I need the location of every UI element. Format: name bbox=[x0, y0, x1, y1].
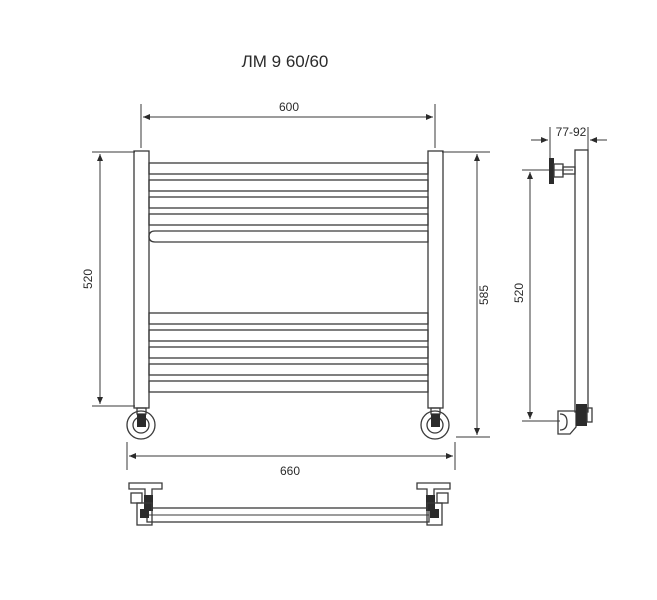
dim-520-left: 520 bbox=[81, 151, 135, 407]
side-view: 77-92 520 bbox=[512, 125, 607, 435]
dim-600: 600 bbox=[140, 100, 436, 148]
right-connector bbox=[420, 407, 450, 440]
top-view bbox=[128, 482, 451, 526]
lower-fitting bbox=[557, 404, 593, 435]
front-view: 600 520 585 bbox=[81, 100, 491, 478]
dim-660: 660 bbox=[126, 442, 456, 478]
dim-585-label: 585 bbox=[477, 285, 491, 305]
right-post bbox=[427, 150, 444, 409]
left-connector bbox=[126, 407, 156, 440]
upper-wall-mount bbox=[549, 158, 576, 184]
dim-585: 585 bbox=[442, 151, 491, 438]
dim-600-label: 600 bbox=[279, 100, 299, 114]
dim-520-side: 520 bbox=[512, 169, 573, 422]
dim-520-left-label: 520 bbox=[81, 269, 95, 289]
rungs bbox=[148, 162, 429, 393]
dim-660-label: 660 bbox=[280, 464, 300, 478]
side-post bbox=[574, 149, 589, 413]
dim-520-side-label: 520 bbox=[512, 283, 526, 303]
dim-77-92: 77-92 bbox=[531, 125, 607, 158]
top-view-left-fitting bbox=[128, 482, 163, 526]
dim-77-92-label: 77-92 bbox=[556, 125, 587, 139]
left-post bbox=[133, 150, 150, 409]
top-view-right-fitting bbox=[416, 482, 451, 526]
drawing-title: ЛМ 9 60/60 bbox=[242, 52, 329, 71]
